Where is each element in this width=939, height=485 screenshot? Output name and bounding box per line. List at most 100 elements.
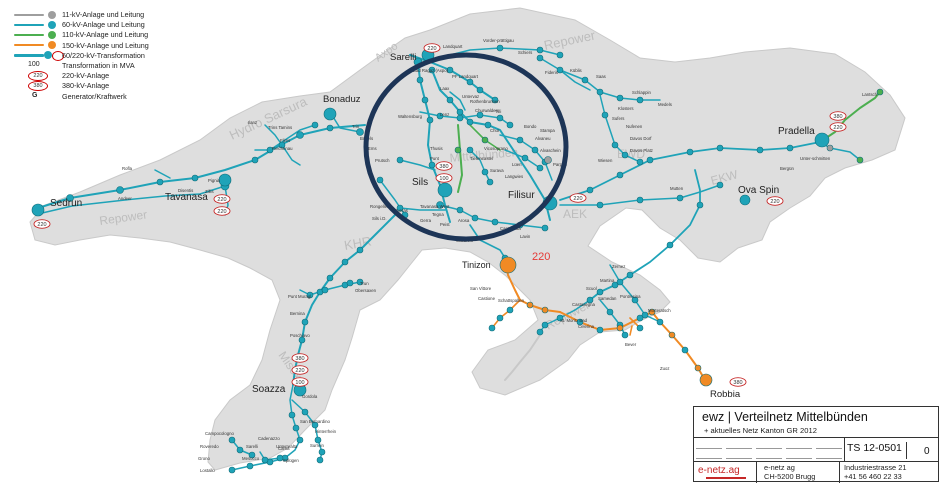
substation-dot — [646, 156, 654, 164]
place-label: Unter-schmitten — [800, 156, 831, 161]
place-label: Prutsch — [375, 158, 390, 163]
substation-dot — [491, 96, 499, 104]
voltage-marker — [291, 377, 309, 387]
place-label: Hinterrhein — [315, 429, 337, 434]
substation-dot — [306, 291, 314, 299]
substation-dot — [326, 124, 334, 132]
substation-dot — [31, 203, 45, 217]
substation-dot — [248, 451, 256, 459]
logo-bar — [706, 477, 746, 479]
place-label: Rofla — [122, 166, 133, 171]
place-label: Trin — [352, 124, 360, 129]
substation-dot — [321, 286, 329, 294]
legend-symbol: 380 — [14, 81, 54, 92]
substation-dot — [276, 454, 284, 462]
place-label: Roveredo — [200, 444, 219, 449]
place-label: Küblis — [570, 68, 582, 73]
place-label: 220 — [532, 251, 550, 263]
power-line — [559, 184, 721, 206]
watermark-label: Mittelbünden — [449, 145, 519, 165]
legend-item: 60-kV-Anlage und Leitung — [4, 20, 244, 29]
substation-dot — [261, 456, 269, 464]
substation-dot — [456, 114, 464, 122]
place-label: Ilanz — [248, 120, 257, 125]
place-label: Pradella — [778, 126, 815, 137]
legend-label: 60/220-kV-Transformation — [62, 50, 145, 60]
divider — [839, 462, 840, 483]
substation-dot — [681, 346, 689, 354]
watermark-label: Repower — [98, 207, 148, 228]
substation-dot — [296, 131, 304, 139]
place-label: Langwies — [505, 174, 523, 179]
place-label: Lüen — [512, 162, 522, 167]
substation-dot — [636, 324, 644, 332]
place-label: San Vittore — [470, 286, 492, 291]
place-label: Sils i.D. — [372, 216, 387, 221]
power-line — [439, 204, 546, 229]
substation-dot — [486, 178, 494, 186]
substation-dot — [596, 201, 604, 209]
legend-label: 11-kV-Anlage und Leitung — [62, 10, 145, 19]
substation-dot — [606, 308, 614, 316]
substation-dot — [288, 411, 296, 419]
power-line — [589, 169, 701, 301]
substation-dot — [541, 224, 549, 232]
substation-dot — [316, 456, 324, 464]
place-label: Churwalden — [475, 108, 499, 113]
substation-dot — [576, 318, 584, 326]
legend-symbol: 100 — [14, 61, 54, 70]
place-label: St. Moritz Bad — [560, 318, 588, 323]
substation-dot — [481, 136, 489, 144]
title-block-footer: e-netz.ag e-netz ag CH-5200 Brugg Indust… — [694, 461, 938, 483]
place-label: Thusis — [430, 146, 443, 151]
legend-dot — [48, 41, 56, 50]
place-label: Tavanasa — [165, 192, 208, 203]
place-label: Lostallo — [200, 468, 215, 473]
place-label: Landquart — [443, 44, 463, 49]
legend-oval: 380 — [28, 81, 48, 92]
substation-dot — [454, 146, 462, 154]
place-label: Cadenazzo — [258, 436, 280, 441]
title-block-field — [726, 440, 752, 449]
substation-dot — [526, 301, 534, 309]
substation-dot — [506, 121, 514, 129]
substation-dot — [499, 256, 517, 274]
substation-dot — [716, 144, 724, 152]
place-label: Tiefencastel — [470, 156, 493, 161]
substation-dot — [426, 116, 434, 124]
place-label: Schlappin — [632, 90, 651, 95]
place-label: Tinizon — [462, 260, 491, 270]
substation-dot — [536, 54, 544, 62]
place-label: Mutten — [670, 186, 684, 191]
title-block-title: ewz | Verteilnetz Mittelbünden — [702, 410, 868, 424]
substation-dot — [484, 121, 492, 129]
place-label: Cama — [278, 446, 290, 451]
phone-line: +41 56 460 22 33 — [844, 472, 902, 481]
place-label: Peist — [440, 222, 450, 227]
substation-dot — [626, 271, 634, 279]
substation-dot — [236, 446, 244, 454]
place-label: Bonaduz — [323, 94, 361, 105]
legend-line — [14, 33, 44, 37]
substation-dot — [611, 281, 619, 289]
substation-dot — [636, 314, 644, 322]
place-label: Bever — [625, 342, 637, 347]
substation-dot — [496, 44, 504, 52]
power-line — [37, 124, 366, 209]
voltage-marker — [435, 161, 453, 171]
substation-dot — [471, 214, 479, 222]
substation-dot — [621, 151, 629, 159]
power-line — [469, 224, 506, 259]
place-label: Castasegna — [572, 302, 596, 307]
substation-dot — [491, 218, 499, 226]
substation-dot — [396, 156, 404, 164]
substation-dot — [446, 66, 454, 74]
substation-dot — [356, 278, 364, 286]
substation-dot — [596, 288, 604, 296]
voltage-marker — [213, 206, 231, 216]
substation-dot — [586, 296, 594, 304]
voltage-marker — [435, 173, 453, 183]
